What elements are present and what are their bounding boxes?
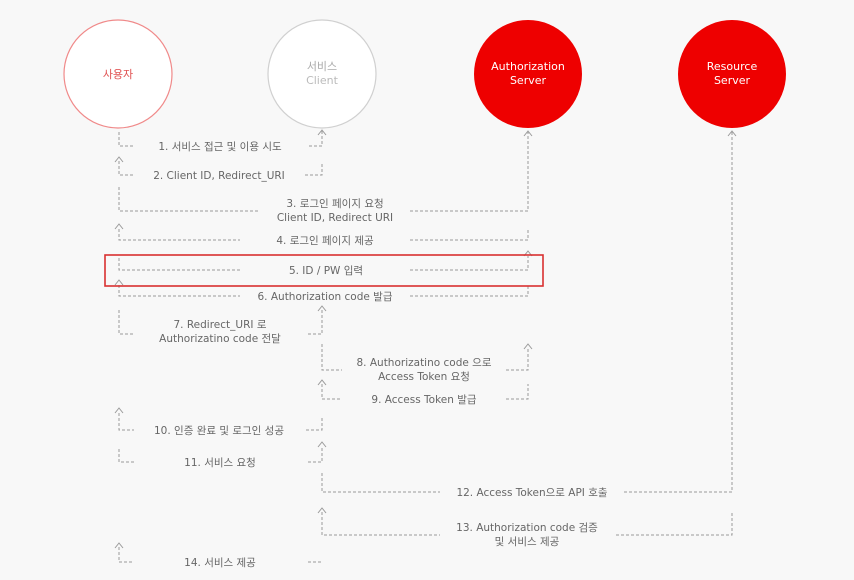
- arrow-step-1: [118, 131, 323, 147]
- connectors: [118, 131, 733, 563]
- arrow-step-9: [321, 384, 529, 400]
- arrowhead-step-14: [114, 542, 124, 549]
- arrowhead-step-3: [523, 130, 533, 137]
- arrow-step-11: [118, 446, 323, 463]
- step-9-label: 9. Access Token 발급: [371, 394, 477, 406]
- arrow-step-14: [118, 547, 322, 563]
- actor-user-circle: [63, 19, 173, 129]
- arrowhead-step-11: [317, 441, 327, 448]
- arrow-step-3: [118, 132, 529, 212]
- arrow-step-10: [118, 413, 323, 431]
- arrow-step-6: [118, 284, 529, 297]
- actor-client-circle: [267, 19, 377, 129]
- arrowhead-step-2: [114, 156, 124, 163]
- step-3-label-1: 3. 로그인 페이지 요청: [286, 198, 383, 210]
- step-14-label: 14. 서비스 제공: [184, 557, 256, 569]
- step-6-label: 6. Authorization code 발급: [258, 291, 393, 303]
- arrow-step-13: [321, 512, 733, 536]
- step-7-label-1: 7. Redirect_URI 로: [174, 319, 267, 331]
- step-2-label: 2. Client ID, Redirect_URI: [153, 170, 285, 182]
- step-13-label-2: 및 서비스 제공: [495, 536, 560, 548]
- arrowhead-step-4: [114, 223, 124, 230]
- actor-auth-label-1: Authorization: [491, 60, 565, 73]
- actor-user-label: 사용자: [103, 68, 133, 81]
- actor-client-label-1: 서비스: [307, 60, 337, 73]
- arrowhead-step-6: [114, 279, 124, 286]
- arrow-step-5: [118, 256, 529, 271]
- highlight-box-step-5: [104, 254, 544, 287]
- step-13-label-1: 13. Authorization code 검증: [456, 522, 598, 534]
- step-8-label-1: 8. Authorizatino code 으로: [357, 357, 492, 369]
- arrow-step-8: [321, 344, 529, 371]
- arrowhead-step-7: [317, 305, 327, 312]
- step-11-label: 11. 서비스 요청: [184, 457, 256, 469]
- arrow-step-4: [118, 228, 529, 241]
- step-12-label: 12. Access Token으로 API 호출: [456, 487, 607, 499]
- arrowhead-step-13: [317, 507, 327, 514]
- arrowhead-step-8: [523, 343, 533, 350]
- step-4-label: 4. 로그인 페이지 제공: [276, 235, 374, 247]
- arrowhead-step-1: [317, 129, 327, 136]
- step-7-label-2: Authorizatino code 전달: [159, 333, 281, 345]
- actor-auth-label-2: Server: [510, 74, 547, 87]
- actor-resource-circle: [678, 20, 786, 128]
- arrow-step-12: [321, 132, 733, 493]
- step-3-label-2: Client ID, Redirect URI: [277, 212, 393, 224]
- actor-auth-server: Authorization Server: [474, 20, 582, 128]
- arrowhead-step-12: [727, 130, 737, 137]
- step-8-label-2: Access Token 요청: [378, 371, 470, 383]
- actor-resource-label-1: Resource: [707, 60, 758, 73]
- arrow-step-7: [118, 310, 323, 335]
- actor-auth-circle: [474, 20, 582, 128]
- actor-client-label-2: Client: [306, 74, 339, 87]
- arrowhead-step-9: [317, 379, 327, 386]
- actor-resource-server: Resource Server: [678, 20, 786, 128]
- arrowhead-step-10: [114, 407, 124, 414]
- step-labels: 1. 서비스 접근 및 이용 시도 2. Client ID, Redirect…: [153, 141, 608, 569]
- step-5-label: 5. ID / PW 입력: [289, 264, 363, 277]
- actor-client: 서비스 Client: [267, 19, 377, 129]
- step-10-label: 10. 인증 완료 및 로그인 성공: [154, 424, 284, 437]
- actor-user: 사용자: [63, 19, 173, 129]
- actor-resource-label-2: Server: [714, 74, 751, 87]
- arrow-step-2: [118, 161, 323, 176]
- step-1-label: 1. 서비스 접근 및 이용 시도: [158, 141, 282, 153]
